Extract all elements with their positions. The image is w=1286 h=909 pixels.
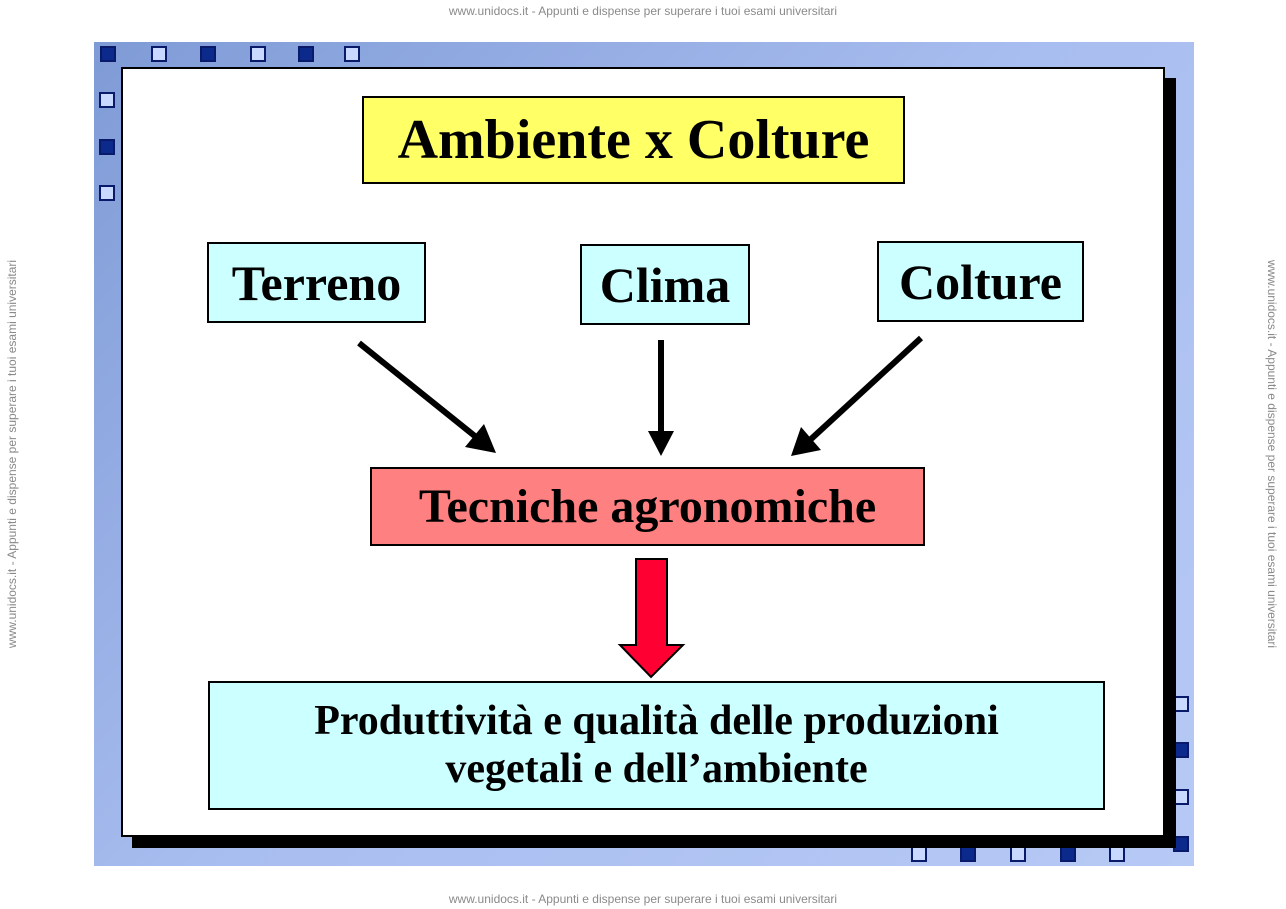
result-box: Produttività e qualità delle produzioni … <box>208 681 1105 810</box>
result-line-1: Produttività e qualità delle produzioni <box>314 698 999 745</box>
tecniche-agronomiche-box: Tecniche agronomiche <box>370 467 925 546</box>
square-icon <box>344 46 360 62</box>
square-icon <box>100 46 116 62</box>
diagram-title: Ambiente x Colture <box>362 96 905 184</box>
square-icon <box>1010 846 1026 862</box>
watermark-left: www.unidocs.it - Appunti e dispense per … <box>5 259 19 649</box>
square-icon <box>960 846 976 862</box>
square-icon <box>99 139 115 155</box>
factor-colture: Colture <box>877 241 1084 322</box>
watermark-bottom: www.unidocs.it - Appunti e dispense per … <box>448 892 838 906</box>
square-icon <box>1060 846 1076 862</box>
square-icon <box>250 46 266 62</box>
square-icon <box>200 46 216 62</box>
result-line-2: vegetali e dell’ambiente <box>445 745 868 792</box>
square-icon <box>911 846 927 862</box>
square-icon <box>298 46 314 62</box>
watermark-right: www.unidocs.it - Appunti e dispense per … <box>1265 259 1279 649</box>
square-icon <box>99 185 115 201</box>
factor-clima: Clima <box>580 244 750 325</box>
watermark-top: www.unidocs.it - Appunti e dispense per … <box>448 4 838 18</box>
square-icon <box>151 46 167 62</box>
square-icon <box>1109 846 1125 862</box>
square-icon <box>99 92 115 108</box>
factor-terreno: Terreno <box>207 242 426 323</box>
